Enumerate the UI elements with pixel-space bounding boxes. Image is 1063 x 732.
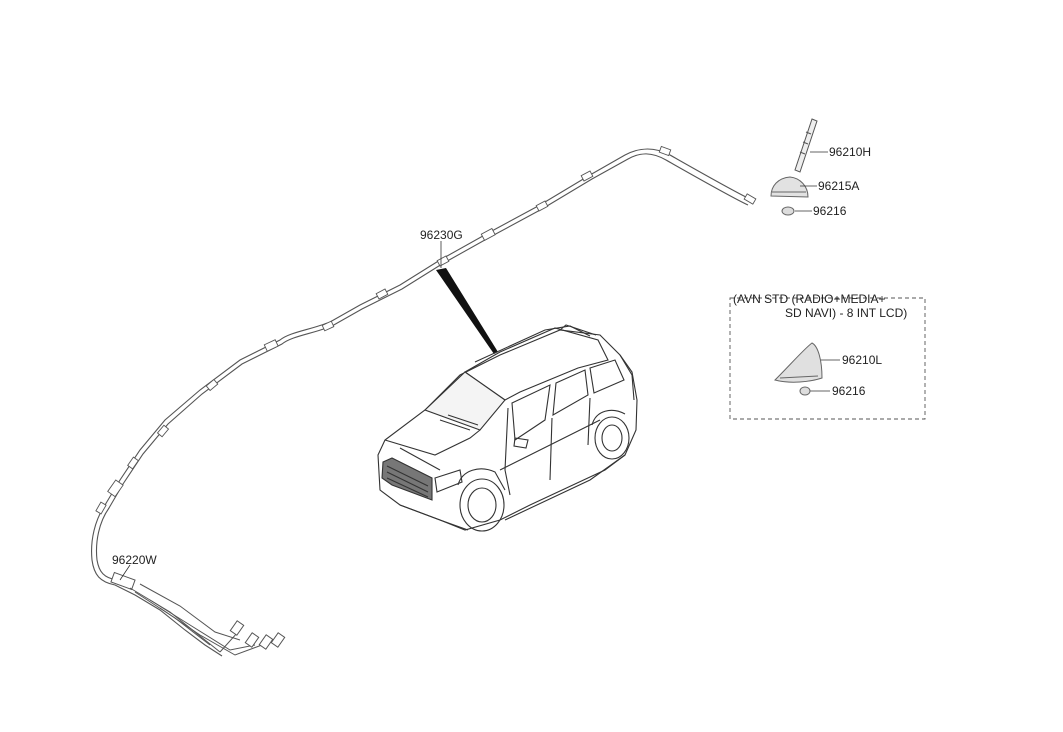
rod-antenna-icon — [794, 118, 818, 173]
option-box-title-line2: SD NAVI) - 8 INT LCD) — [785, 306, 908, 320]
part-label-96220w: 96220W — [112, 553, 157, 567]
antenna-base-cover-icon — [770, 176, 809, 198]
nut-icon — [781, 206, 795, 216]
part-label-96230g: 96230G — [420, 228, 463, 242]
cable-clips — [95, 145, 757, 515]
option-box-title-line1: (AVN STD (RADIO+MEDIA+ — [733, 292, 886, 306]
nut-option-icon — [799, 386, 811, 396]
part-label-96215a: 96215A — [818, 179, 860, 193]
part-label-96210h: 96210H — [829, 145, 872, 159]
shark-fin-antenna-icon — [774, 342, 823, 383]
pointer-wedge — [436, 268, 498, 354]
part-label-96216-option: 96216 — [832, 384, 866, 398]
connector-harness — [110, 571, 286, 656]
antenna-cable — [91, 148, 753, 657]
option-box-frame — [729, 297, 926, 420]
part-label-96216-top: 96216 — [813, 204, 847, 218]
vehicle-illustration — [377, 324, 638, 532]
leader-lines — [119, 151, 840, 581]
part-label-96210l: 96210L — [842, 353, 883, 367]
